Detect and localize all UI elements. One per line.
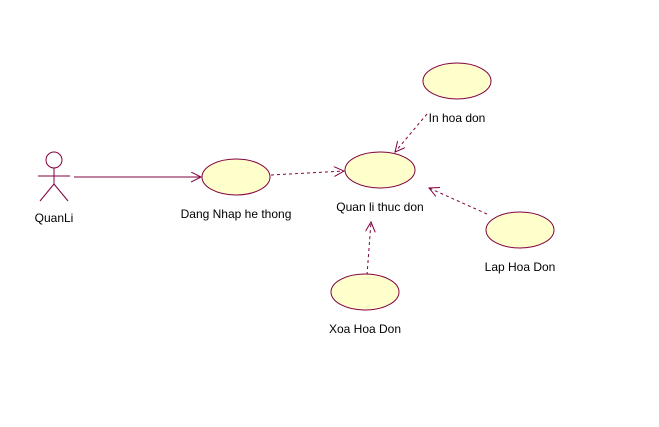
usecase-delete-invoice-shape — [330, 273, 400, 311]
usecase-login-label: Dang Nhap he thong — [181, 207, 292, 221]
usecase-delete-invoice[interactable]: Xoa Hoa Don — [329, 273, 401, 336]
usecase-manage-menu-shape — [344, 151, 416, 189]
dependency-create-invoice-manage-menu — [429, 188, 488, 215]
usecase-create-invoice[interactable]: Lap Hoa Don — [485, 211, 556, 274]
actor-head — [45, 151, 63, 169]
usecase-login-shape — [201, 158, 271, 196]
actor-quanli[interactable]: QuanLi — [35, 151, 74, 225]
usecase-print-invoice-shape — [422, 62, 492, 100]
usecase-manage-menu[interactable]: Quan li thuc don — [336, 151, 424, 214]
usecase-print-invoice-label: In hoa don — [429, 111, 486, 125]
usecase-create-invoice-shape — [485, 211, 555, 249]
dependency-delete-invoice-manage-menu — [367, 222, 371, 276]
usecase-create-invoice-label: Lap Hoa Don — [485, 260, 556, 274]
dependency-login-manage-menu — [270, 171, 344, 175]
usecase-manage-menu-label: Quan li thuc don — [336, 200, 423, 214]
actor-label: QuanLi — [35, 211, 74, 225]
usecase-login[interactable]: Dang Nhap he thong — [181, 158, 292, 221]
actor-left-leg — [39, 183, 55, 202]
usecase-delete-invoice-label: Xoa Hoa Don — [329, 322, 401, 336]
dependency-print-invoice-manage-menu — [395, 113, 428, 152]
usecase-print-invoice[interactable]: In hoa don — [422, 62, 492, 125]
actor-right-leg — [53, 183, 69, 202]
